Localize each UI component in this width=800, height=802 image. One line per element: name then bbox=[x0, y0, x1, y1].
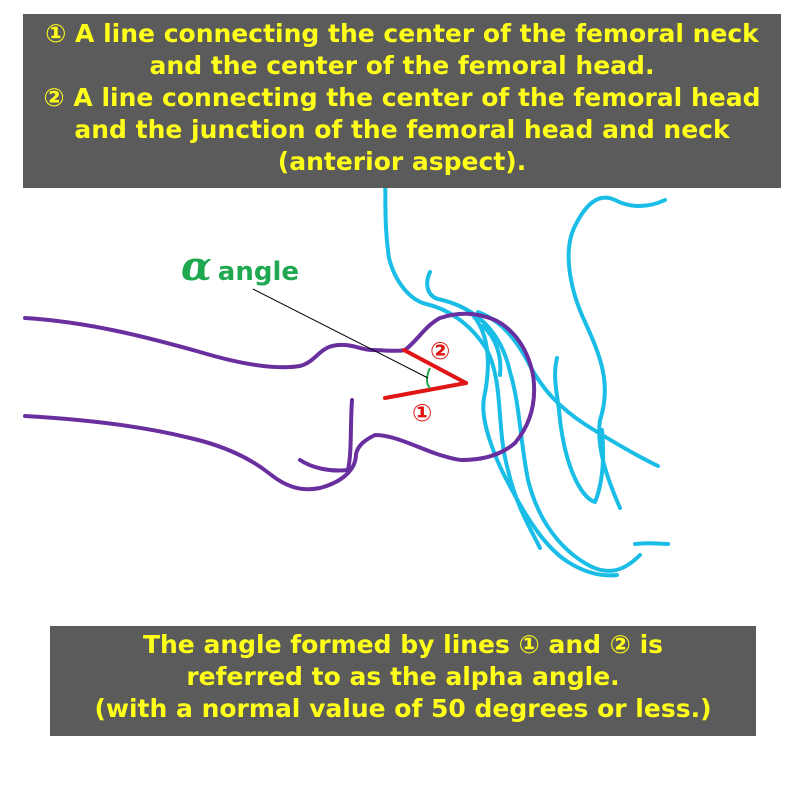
acetabulum-outline bbox=[383, 170, 670, 578]
pelvis-curve-right bbox=[633, 541, 670, 546]
alpha-word: angle bbox=[217, 257, 299, 287]
measurement-lines bbox=[383, 348, 468, 400]
ischium-curve bbox=[553, 356, 606, 504]
acetabulum-curve-left bbox=[383, 170, 542, 550]
top-caption-line: ② A line connecting the center of the fe… bbox=[43, 83, 761, 112]
femur-lesser-trochanter bbox=[298, 398, 354, 473]
acetabulum-curve-inner bbox=[425, 270, 642, 573]
bottom-caption-line: referred to as the alpha angle. bbox=[186, 662, 620, 691]
acetabulum-inner-edge bbox=[481, 324, 503, 377]
top-caption-line: and the junction of the femoral head and… bbox=[74, 115, 730, 144]
alpha-angle-arc bbox=[426, 367, 431, 389]
top-caption-line: and the center of the femoral head. bbox=[149, 51, 655, 80]
top-caption-line: (anterior aspect). bbox=[277, 147, 527, 176]
line-1-neck-axis bbox=[383, 381, 468, 400]
top-caption-line: ① A line connecting the center of the fe… bbox=[45, 19, 759, 48]
line-2-label: ② bbox=[430, 337, 451, 365]
line-1-label: ① bbox=[412, 399, 433, 427]
femoral-shaft-upper bbox=[23, 311, 537, 462]
top-caption: ① A line connecting the center of the fe… bbox=[23, 14, 781, 188]
bottom-caption-line: (with a normal value of 50 degrees or le… bbox=[94, 694, 712, 723]
femoral-shaft-lower bbox=[23, 414, 464, 492]
acetabulum-curve-outer bbox=[468, 310, 619, 578]
pubis-curve bbox=[476, 310, 660, 468]
femur-outline bbox=[23, 311, 537, 492]
line-2-head-neck-junction bbox=[402, 348, 468, 385]
bottom-caption: The angle formed by lines ① and ② is ref… bbox=[50, 626, 756, 736]
alpha-symbol: α bbox=[181, 243, 212, 290]
alpha-leader-line bbox=[252, 288, 429, 379]
bottom-caption-line: The angle formed by lines ① and ② is bbox=[142, 630, 664, 659]
